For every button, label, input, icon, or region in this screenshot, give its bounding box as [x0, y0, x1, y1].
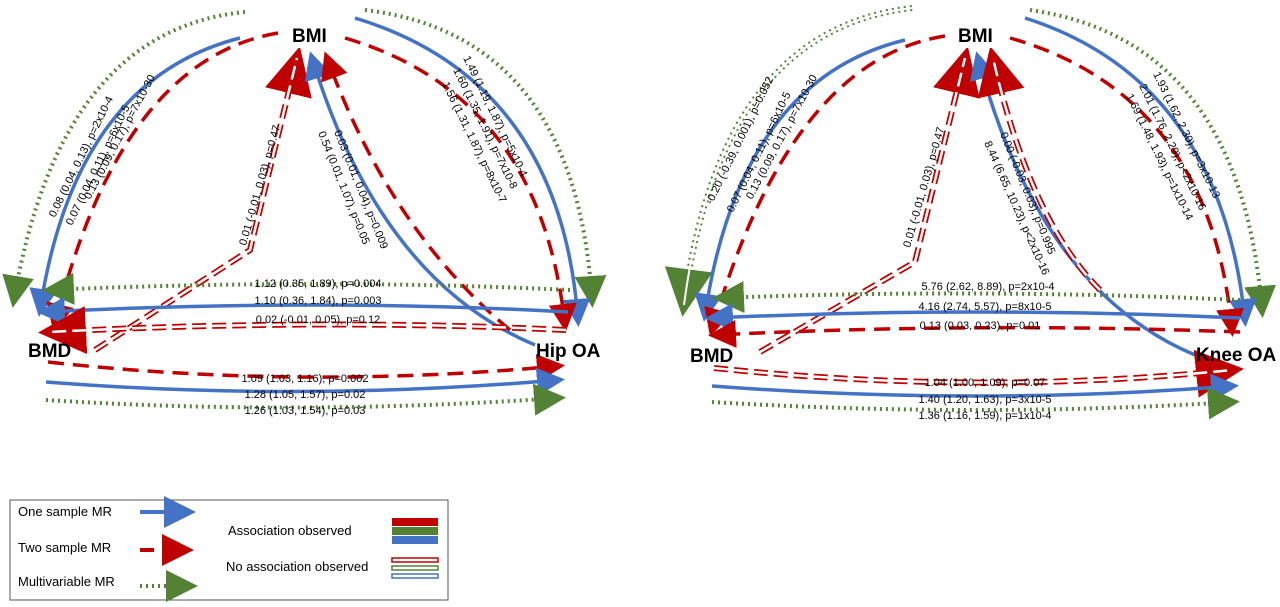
right-label-oa-bmd-multi: 5.76 (2.62, 8.89), p=2x10-4: [921, 281, 1054, 293]
left-bmi-bmd-two-arrow: [46, 31, 279, 332]
legend-observed-label: Association observed: [228, 523, 352, 538]
legend-box: [9, 499, 449, 601]
right-label-bmd-oa-one: 1.40 (1.20, 1.63), p=3x10-5: [918, 394, 1051, 406]
left-bmd-oa-one-arrow: [45, 367, 565, 396]
right-oa-bmd-two-arrow: [708, 319, 1241, 348]
left-oa-bmi-two-arrow: [321, 51, 512, 332]
right-panel: BMI BMD Knee OA -0.20 (-0.39, 0.001), p=…: [664, 5, 1277, 422]
left-bmi-node: BMI: [292, 26, 327, 47]
right-bmi-node: BMI: [958, 26, 993, 47]
right-bmi-oa-two-arrow: [1009, 36, 1244, 337]
right-knee-oa-node: Knee OA: [1196, 345, 1277, 366]
right-bmd-node: BMD: [690, 346, 733, 367]
legend: One sample MR Two sample MR Multivariabl…: [9, 496, 449, 602]
right-bmd-oa-one-arrow: [711, 373, 1239, 402]
right-bmd-oa-multi-arrow: [711, 387, 1240, 420]
right-bmi-oa-one-arrow: [1024, 16, 1257, 327]
left-label-bmd-oa-multi: 1.26 (1.03, 1.54), p=0.03: [245, 405, 366, 417]
legend-two-sample-label: Two sample MR: [18, 540, 111, 555]
left-label-bmd-bmi-two: 0.01 (-0.01, 0.03), p=0.47: [237, 124, 283, 247]
right-bmd-oa-hollow-core: [713, 366, 1233, 384]
right-label-oa-bmd-two: 0.13 (0.03, 0.23), p=0.01: [920, 320, 1041, 332]
right-oa-bmd-one-arrow: [705, 303, 1241, 332]
left-label-oa-bmd-one: 1.10 (0.36, 1.84), p=0.003: [255, 295, 382, 307]
right-bmi-node-bg: [952, 22, 1002, 48]
right-oa-bmi-one-arrow: [969, 51, 1196, 357]
left-bmi-bmd-one-arrow: [29, 36, 241, 317]
legend-observed-red: [392, 518, 438, 526]
left-oa-bmd-hollow-core: [49, 323, 567, 334]
left-bmi-oa-one-arrow: [354, 16, 591, 327]
left-bmi-oa-multi-arrow: [364, 8, 607, 308]
right-bmi-bmd-two-arrow: [704, 34, 946, 337]
legend-not-observed-label: No association observed: [226, 559, 368, 574]
left-label-bmd-oa-two: 1.09 (1.03, 1.16), p=0.002: [242, 373, 369, 385]
left-bmd-bmi-hollow-core: [94, 57, 299, 352]
left-bmi-oa-two-arrow: [344, 36, 577, 332]
left-bmi-bmd-multi-arrow: [2, 10, 246, 308]
legend-one-sample-label: One sample MR: [18, 504, 112, 519]
left-bmd-oa-two-arrow: [47, 354, 565, 382]
left-label-oa-bmd-multi: 1.12 (0.35, 1.89), p=0.004: [255, 278, 382, 290]
left-label-bmd-oa-one: 1.28 (1.05, 1.57), p=0.02: [245, 389, 366, 401]
left-label-oa-bmd-two: 0.02 (-0.01, 0.05), p=0.12: [256, 314, 380, 326]
left-bmd-node: BMD: [28, 341, 71, 362]
legend-not-observed-blue: [391, 573, 439, 579]
right-label-oa-bmd-one: 4.16 (2.74, 5.57), p=8x10-5: [918, 301, 1051, 313]
legend-observed-blue: [392, 536, 438, 544]
right-bmi-oa-multi-arrow: [1029, 8, 1276, 318]
left-oa-bmd-one-arrow: [37, 296, 569, 325]
right-oa-bmd-multi-arrow: [712, 281, 1241, 314]
right-bmi-bmd-one-arrow: [694, 38, 906, 322]
left-panel: BMI BMD Hip OA 0.08 (0.04, 0.13), p=2x10…: [2, 8, 607, 417]
right-oa-bmi-hollow-core: [991, 57, 1101, 291]
right-bmi-bmd-multi-hollow-core: [683, 7, 913, 306]
legend-multivariable-label: Multivariable MR: [18, 574, 115, 589]
left-bmi-node-bg: [286, 22, 336, 48]
legend-not-observed-red: [391, 557, 439, 563]
right-label-bmd-oa-multi: 1.36 (1.16, 1.59), p=1x10-4: [918, 410, 1051, 422]
legend-not-observed-green: [391, 565, 439, 571]
legend-observed-green: [392, 527, 438, 535]
right-label-bmd-oa-two: 1.04 (1.00, 1.09), p=0.07: [925, 377, 1046, 389]
left-hip-oa-node: Hip OA: [536, 341, 601, 362]
